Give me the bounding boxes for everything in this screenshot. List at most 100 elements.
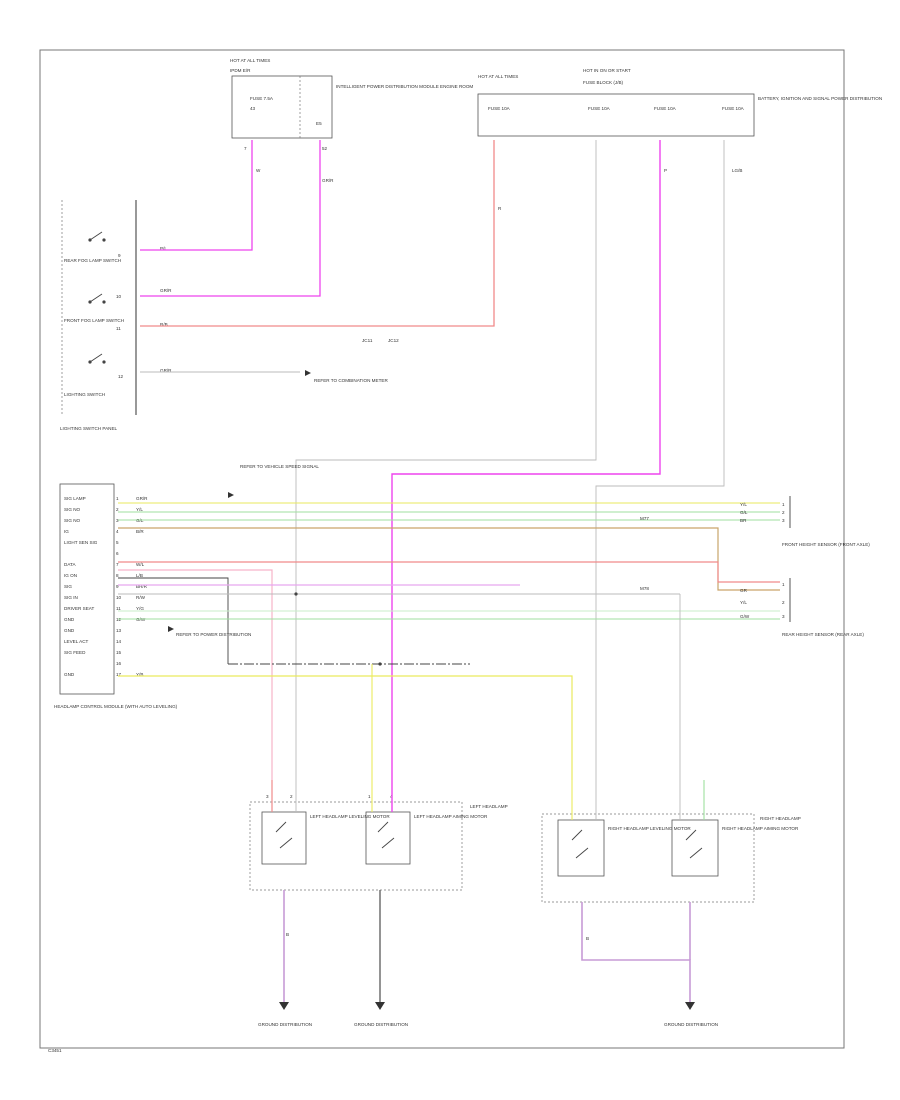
hcm-pin-label: DATA: [64, 562, 77, 567]
ipdm-pin-2: 52: [322, 146, 328, 151]
hcm-pin-number: 10: [116, 595, 122, 600]
sensor-b-wire-3: G/W: [740, 614, 750, 619]
hcm-pin-label: LIGHT SEN SIG: [64, 540, 98, 545]
hcm-pin-number: 5: [116, 540, 119, 545]
sensor-a-wire-2: G/L: [740, 510, 748, 515]
wire-red-2: [118, 561, 780, 583]
wire-gray-1: [295, 140, 597, 780]
fuse-header-1: HOT AT ALL TIMES: [478, 74, 518, 79]
hcm-pin-label: DRIVER SEAT: [64, 606, 94, 611]
switch-wire-3: R/B: [160, 322, 168, 327]
lighting-switch-panel: REAR FOG LAMP SWITCH FRONT FOG LAMP SWIT…: [60, 200, 399, 431]
switch-wire-4: GR/R: [160, 368, 172, 373]
fuse-box-name: FUSE BLOCK (J/B): [583, 80, 624, 85]
ground-label-2: GROUND DISTRIBUTION: [354, 1022, 408, 1027]
arrow-icon: [228, 492, 234, 498]
left-pin-1: 3: [266, 794, 269, 799]
headlamp-feed-wires: [271, 780, 705, 820]
ipdm-box-outline: [231, 75, 333, 139]
hcm-pin-label: SIG: [64, 584, 72, 589]
fuse-wire-1: R: [498, 206, 502, 211]
height-sensors: 1 2 3 Y/L G/L BR 1 2 3 GR Y/L G/W M77 M7…: [640, 496, 870, 637]
hcm-wire-label: B/R: [136, 529, 144, 534]
right-headlamp: RIGHT HEADLAMP RIGHT HEADLAMP LEVELING M…: [541, 813, 801, 941]
hcm-pin-number: 9: [116, 584, 119, 589]
hcm-pin-label: SIG IN: [64, 595, 78, 600]
hcm-pin-number: 14: [116, 639, 122, 644]
fuse-header-2: HOT IN ON OR START: [583, 68, 631, 73]
ipdm-fuse: FUSE 7.5A: [250, 96, 274, 101]
sensor-a-pin-1: 1: [782, 502, 785, 507]
fuse-block-outline: [477, 93, 755, 137]
hcm-pin-number: 7: [116, 562, 119, 567]
fuse-desc: BATTERY, IGNITION AND SIGNAL POWER DISTR…: [758, 96, 882, 101]
fuse-wire-3: LG/B: [732, 168, 742, 173]
hcm-pin-label: GND: [64, 672, 75, 677]
left-wire-1: B: [286, 932, 289, 937]
hcm-caption: HEADLAMP CONTROL MODULE (WITH AUTO LEVEL…: [54, 704, 178, 709]
fuse-d: FUSE 10A: [722, 106, 745, 111]
switch-wire-2: GR/R: [160, 288, 172, 293]
wire-pink-2: [140, 140, 321, 297]
ipdm-wire-1: W: [256, 168, 261, 173]
ipdm-fuse-box: HOT AT ALL TIMES IPDM E/R FUSE 7.5A 43 I…: [230, 58, 473, 183]
switch-wire-1: P/L: [160, 246, 167, 251]
sensor-splice-b: M78: [640, 586, 649, 591]
right-headlamp-outline: [541, 813, 755, 903]
ground-icon: [375, 1002, 385, 1010]
hcm-pin-label: GND: [64, 628, 75, 633]
sensor-b-wire-2: Y/L: [740, 600, 747, 605]
left-headlamp-outline: [249, 801, 463, 891]
hcm-pin-number: 15: [116, 650, 122, 655]
wire-brown-1: [118, 527, 780, 591]
hcm-pin-label: SIG FEED: [64, 650, 86, 655]
right-wire-1: B: [586, 936, 589, 941]
hcm-pin-number: 4: [116, 529, 119, 534]
ipdm-wire-2: GR/R: [322, 178, 334, 183]
switch-splice-1: JC11: [362, 338, 373, 343]
wire-lightpink-1: [118, 569, 273, 780]
hcm-pin-number: 1: [116, 496, 119, 501]
left-headlamp-title: LEFT HEADLAMP: [470, 804, 508, 809]
right-headlamp-title: RIGHT HEADLAMP: [760, 816, 801, 821]
wire-yellow-2: [118, 675, 573, 780]
hcm-pin-label: IG ON: [64, 573, 77, 578]
hcm-wire-label: GR/R: [136, 496, 148, 501]
switch-panel-caption: LIGHTING SWITCH PANEL: [60, 426, 118, 431]
hcm-wire-label: R/W: [136, 595, 146, 600]
hcm-wire-label: W/L: [136, 562, 145, 567]
top-wires: [140, 140, 725, 780]
sensor-b-pin-3: 3: [782, 614, 785, 619]
ground-wires: GROUND DISTRIBUTION GROUND DISTRIBUTION …: [258, 890, 718, 1027]
sensor-splice-a: M77: [640, 516, 649, 521]
wire-black-1: [118, 577, 229, 664]
lighting-switch-label: LIGHTING SWITCH: [64, 392, 105, 397]
switch-pin-4: 12: [118, 374, 124, 379]
rear-height-sensor-label: REAR HEIGHT SENSOR (REAR AXLE): [782, 632, 864, 637]
hcm-pin-label: IG: [64, 529, 69, 534]
left-pin-3: 1: [368, 794, 371, 799]
ground-icon: [279, 1002, 289, 1010]
front-height-sensor-label: FRONT HEIGHT SENSOR (FRONT AXLE): [782, 542, 870, 547]
hcm-outline: [59, 483, 115, 695]
switch-pin-2: 10: [116, 294, 122, 299]
arrow-icon: [168, 626, 174, 632]
ground-label-1: GROUND DISTRIBUTION: [258, 1022, 312, 1027]
module-wires: [118, 502, 780, 780]
fuse-a: FUSE 10A: [488, 106, 511, 111]
sensor-b-pin-1: 1: [782, 582, 785, 587]
wire-pink-1: [140, 140, 253, 251]
sensor-b-pin-2: 2: [782, 600, 785, 605]
footer-code: C3451: [48, 1048, 62, 1053]
hcm-pin-label: SIG NO: [64, 518, 81, 523]
switch-splice-2: JC12: [388, 338, 399, 343]
hcm-note-1: REFER TO VEHICLE SPEED SIGNAL: [240, 464, 319, 469]
sensor-a-pin-2: 2: [782, 510, 785, 515]
arrow-icon: [305, 370, 311, 376]
wire-magenta-1: [391, 140, 661, 780]
hcm-pin-number: 3: [116, 518, 119, 523]
switch-dest-label: REFER TO COMBINATION METER: [314, 378, 388, 383]
left-headlamp: LEFT HEADLAMP LEFT HEADLAMP LEVELING MOT…: [249, 794, 508, 937]
fuse-b: FUSE 10A: [588, 106, 611, 111]
